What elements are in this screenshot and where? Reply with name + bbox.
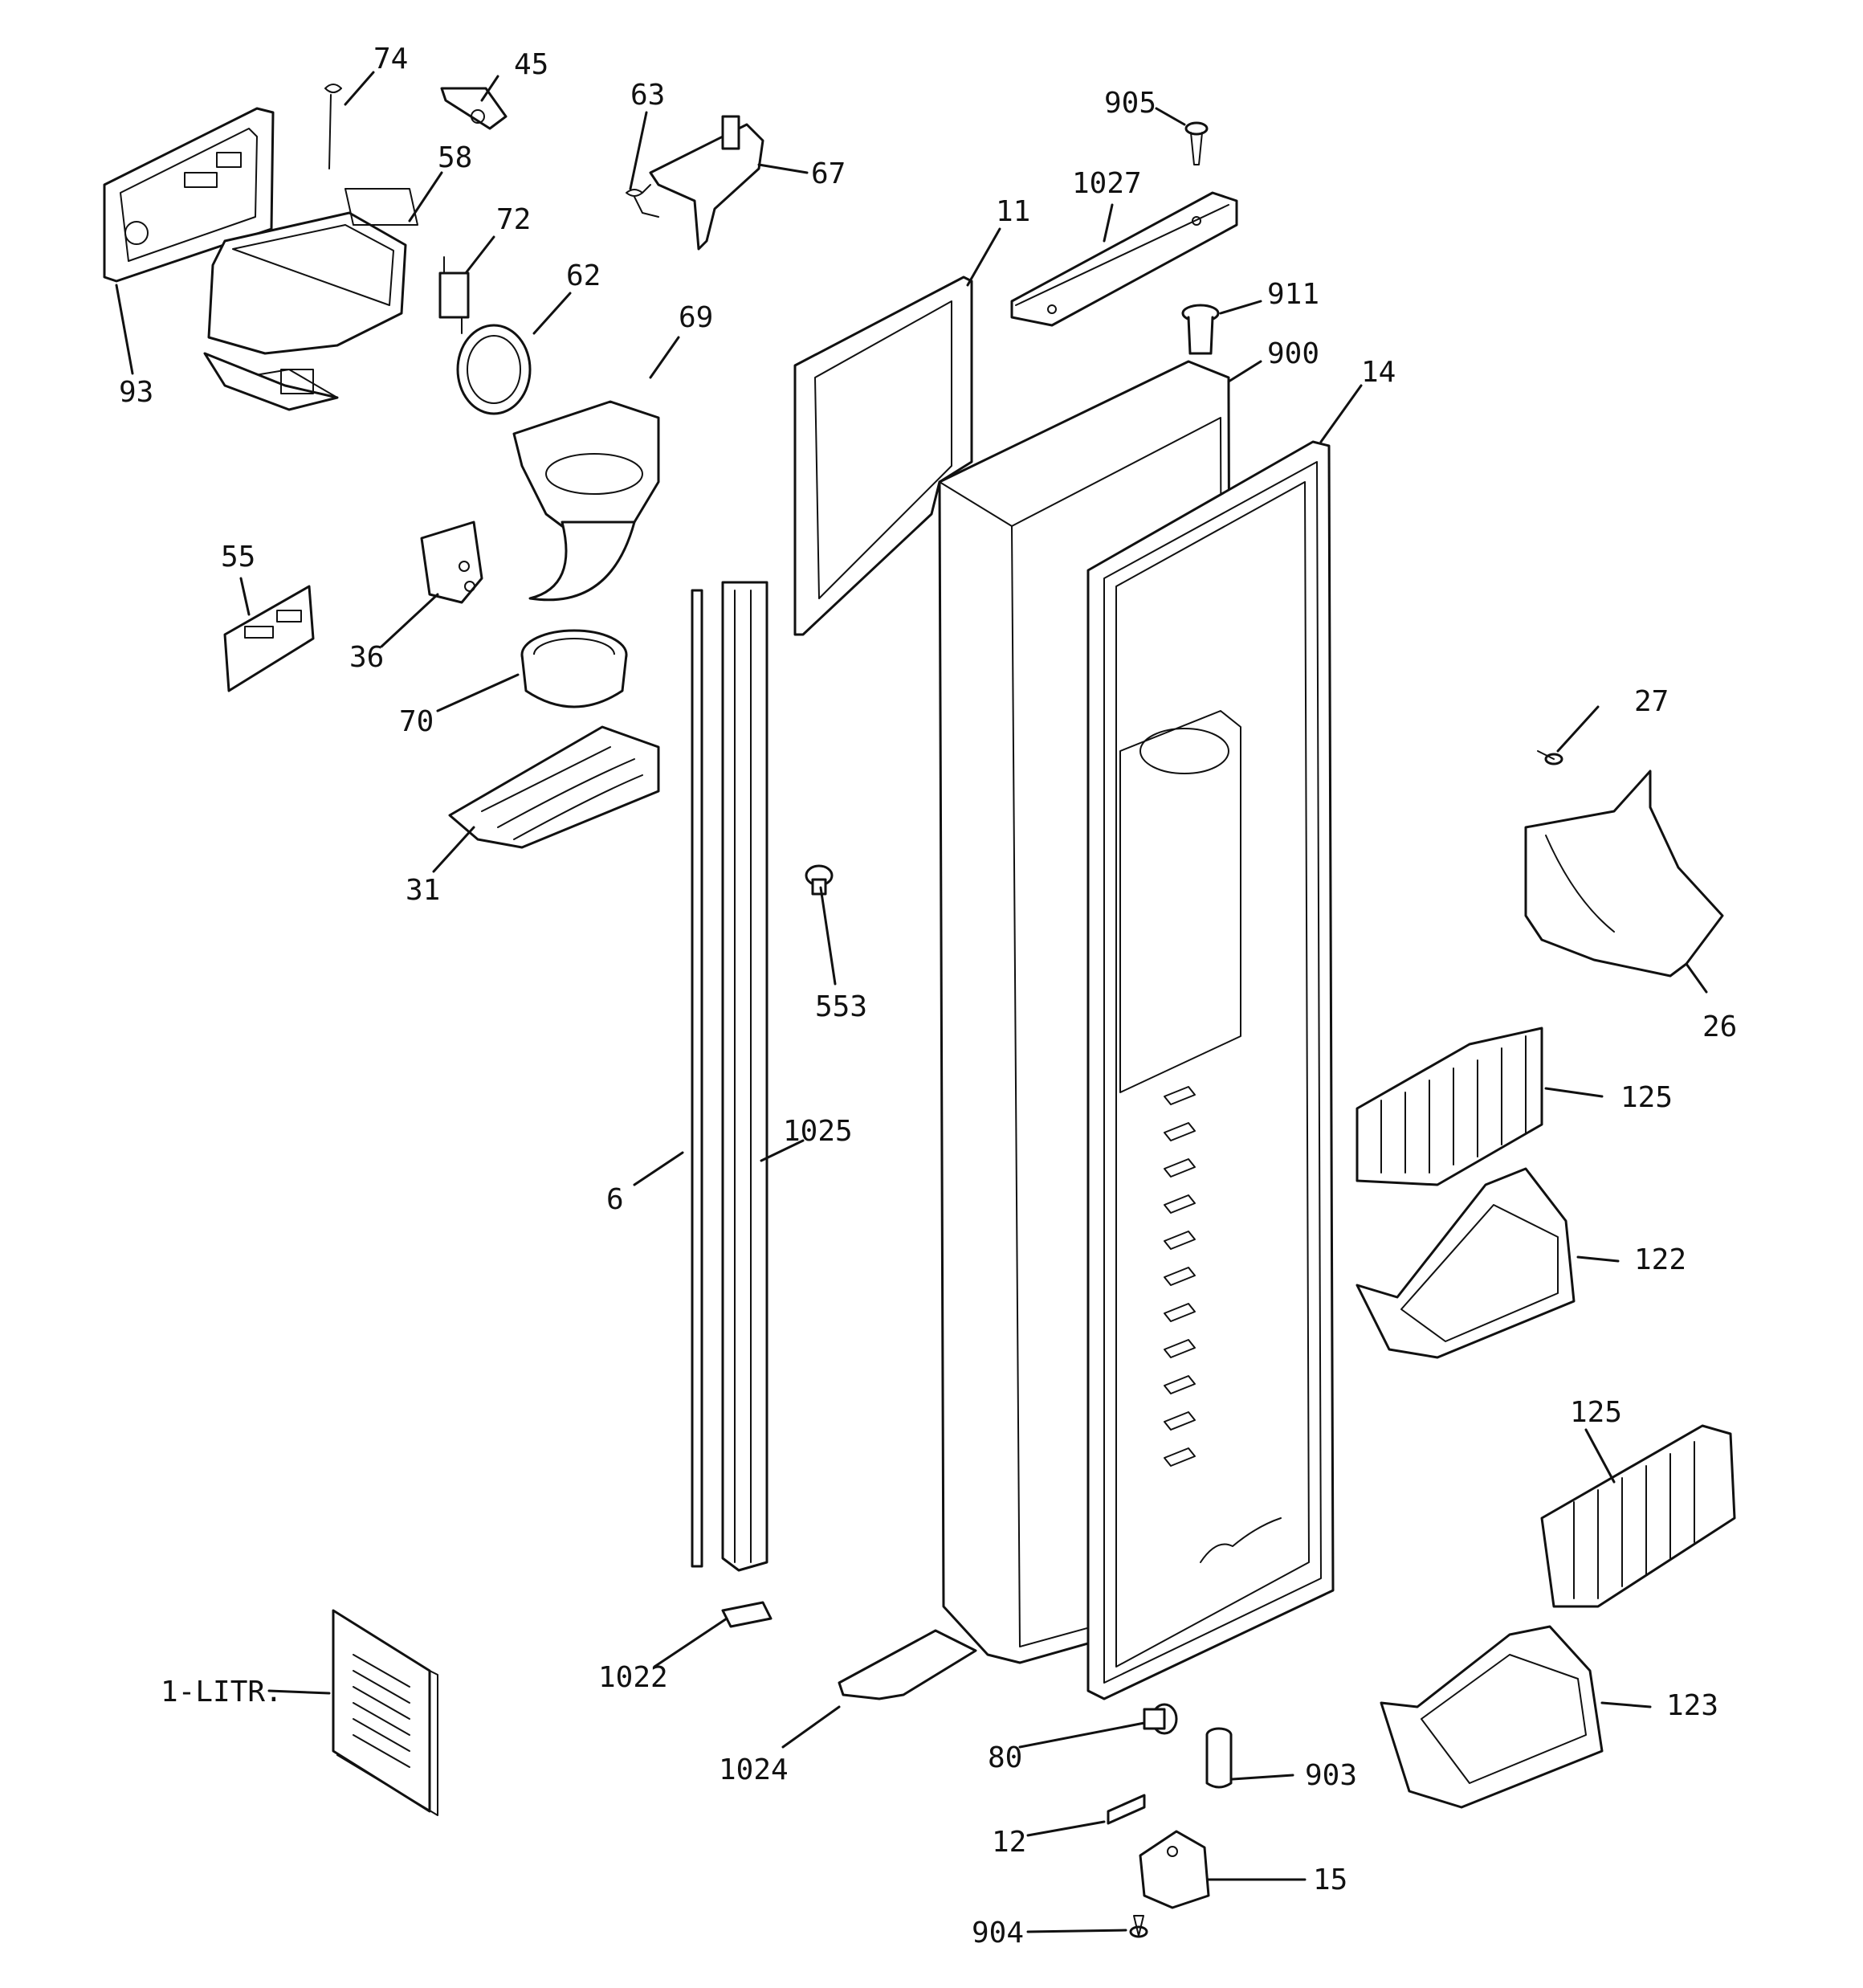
callout-125-lower: 125 bbox=[1570, 1396, 1622, 1429]
part-27-screw bbox=[1537, 750, 1563, 765]
callout-1024: 1024 bbox=[719, 1753, 789, 1786]
callout-93: 93 bbox=[119, 376, 153, 409]
callout-553: 553 bbox=[815, 990, 867, 1023]
part-903-hinge-pin bbox=[1205, 1727, 1233, 1789]
callout-1027: 1027 bbox=[1072, 167, 1142, 200]
part-905-screw bbox=[1184, 121, 1209, 165]
callout-67: 67 bbox=[811, 157, 846, 190]
part-26-cover bbox=[1524, 769, 1724, 978]
callout-1-litr: 1-LITR. bbox=[161, 1676, 283, 1708]
callout-74: 74 bbox=[373, 43, 408, 76]
callout-904: 904 bbox=[972, 1917, 1024, 1949]
callout-11: 11 bbox=[996, 195, 1030, 228]
callout-911: 911 bbox=[1267, 278, 1319, 311]
part-911-bushing bbox=[1181, 304, 1220, 355]
part-70-auger-ring bbox=[520, 629, 628, 708]
part-125-lower-wire-bin bbox=[1540, 1424, 1736, 1608]
part-80-plug bbox=[1143, 1703, 1178, 1735]
callout-1025: 1025 bbox=[783, 1115, 853, 1148]
part-93-control-panel bbox=[103, 107, 275, 283]
callout-72: 72 bbox=[496, 203, 531, 236]
part-74-spring bbox=[324, 84, 342, 169]
part-125-upper-wire-bin bbox=[1355, 1027, 1543, 1186]
part-6-tube bbox=[691, 589, 703, 1568]
part-12-shim bbox=[1107, 1794, 1146, 1825]
callout-900: 900 bbox=[1267, 337, 1319, 370]
callout-80: 80 bbox=[988, 1741, 1022, 1774]
part-72-switch bbox=[438, 256, 470, 334]
callout-14: 14 bbox=[1361, 356, 1396, 389]
part-55-circuit-board bbox=[223, 585, 315, 692]
callout-12: 12 bbox=[992, 1826, 1026, 1859]
callout-27: 27 bbox=[1634, 685, 1669, 718]
callout-55: 55 bbox=[221, 541, 255, 574]
part-904-screw bbox=[1129, 1915, 1148, 1938]
part-15-hinge bbox=[1139, 1830, 1210, 1909]
callout-125-upper: 125 bbox=[1620, 1081, 1673, 1114]
callout-58: 58 bbox=[438, 141, 472, 174]
callout-45: 45 bbox=[514, 48, 548, 81]
callout-903: 903 bbox=[1305, 1759, 1357, 1792]
callout-123: 123 bbox=[1666, 1689, 1718, 1722]
leader-lines bbox=[115, 71, 1708, 1933]
callout-122: 122 bbox=[1634, 1243, 1686, 1276]
callout-62: 62 bbox=[566, 259, 601, 292]
part-36-bracket bbox=[420, 520, 483, 604]
callout-69: 69 bbox=[679, 301, 713, 334]
part-14-door-gasket bbox=[1086, 440, 1335, 1700]
part-62-ring bbox=[456, 324, 532, 415]
part-45-bracket bbox=[440, 87, 508, 130]
callout-63: 63 bbox=[630, 79, 665, 112]
callout-31: 31 bbox=[406, 874, 440, 907]
callout-1022: 1022 bbox=[598, 1661, 668, 1694]
part-1024-hinge-plate bbox=[838, 1629, 977, 1700]
part-67-solenoid bbox=[642, 115, 764, 251]
part-1-litr-literature bbox=[332, 1609, 438, 1816]
callout-15: 15 bbox=[1313, 1863, 1347, 1896]
callout-labels: 74 45 63 905 67 58 72 1027 11 62 911 69 … bbox=[119, 43, 1737, 1949]
callout-70: 70 bbox=[399, 705, 434, 738]
part-63-spring bbox=[626, 189, 659, 218]
part-1025-trim-strip bbox=[721, 581, 768, 1572]
callout-6: 6 bbox=[606, 1183, 624, 1216]
callout-905: 905 bbox=[1104, 87, 1156, 120]
part-123-door-bin bbox=[1380, 1625, 1604, 1809]
part-31-drip-grille bbox=[448, 725, 660, 849]
callout-26: 26 bbox=[1702, 1010, 1737, 1043]
part-1022-clip bbox=[721, 1601, 773, 1628]
callout-36: 36 bbox=[349, 641, 384, 674]
door-liner-details bbox=[1119, 710, 1282, 1563]
part-1027-handle-trim bbox=[1010, 191, 1238, 327]
part-58-dispenser-housing bbox=[203, 188, 418, 411]
part-69-ice-chute bbox=[512, 400, 660, 602]
part-553-bumper bbox=[805, 864, 834, 896]
part-122-door-bin bbox=[1355, 1167, 1576, 1359]
